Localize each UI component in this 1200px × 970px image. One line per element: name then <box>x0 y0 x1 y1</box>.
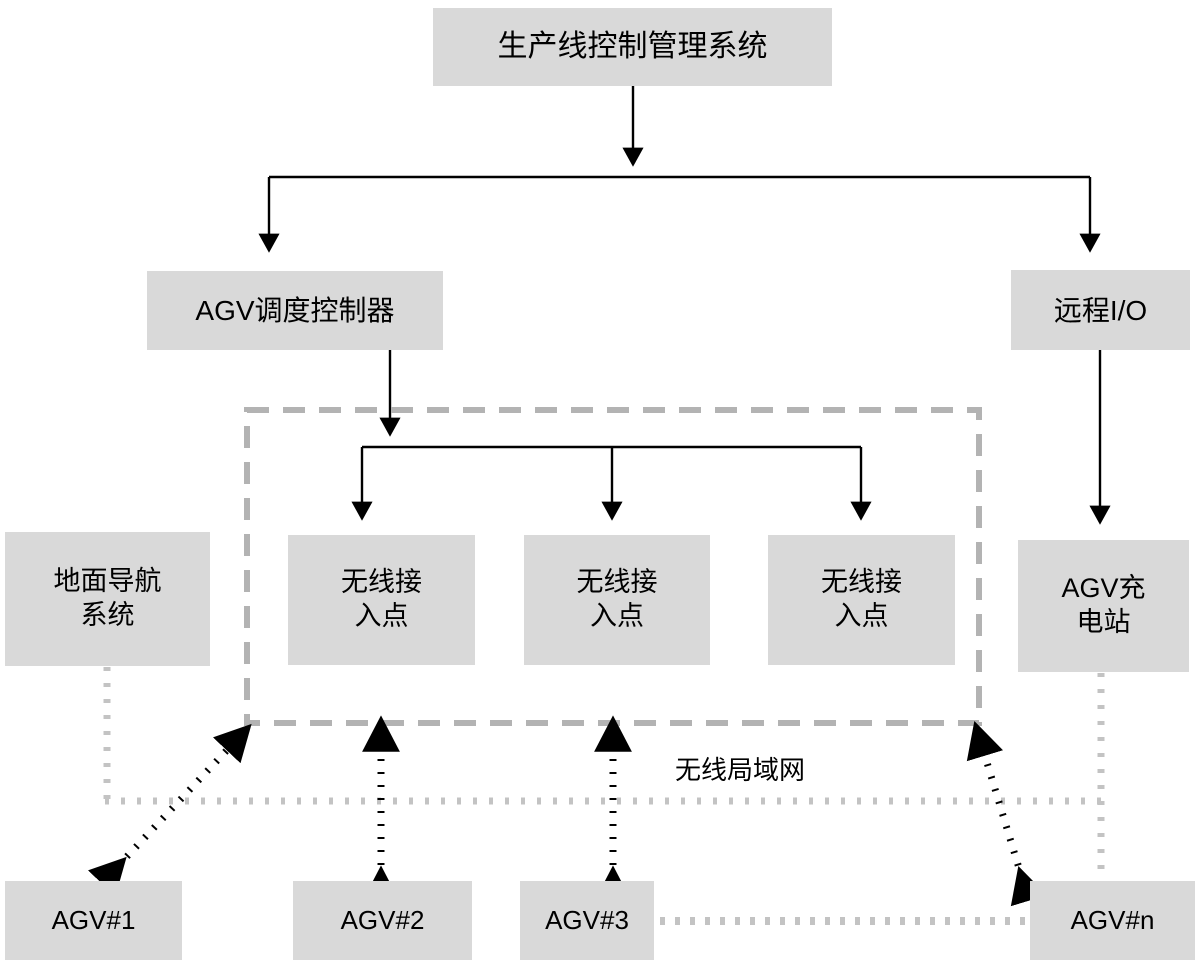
node-wireless-access-point-1[interactable]: 无线接 入点 <box>288 535 475 665</box>
node-agv-2[interactable]: AGV#2 <box>293 881 472 960</box>
node-wireless-access-point-2[interactable]: 无线接 入点 <box>524 535 710 665</box>
wireless-link-agvn <box>966 720 1047 907</box>
node-agv-3[interactable]: AGV#3 <box>520 881 654 960</box>
dotted-floor-nav-bus <box>103 667 1105 884</box>
node-agv-charging-station[interactable]: AGV充 电站 <box>1018 540 1189 672</box>
node-agv-dispatch-controller[interactable]: AGV调度控制器 <box>147 271 443 350</box>
node-remote-io[interactable]: 远程I/O <box>1011 270 1190 350</box>
wireless-link-agv1 <box>87 723 252 897</box>
node-agv-1[interactable]: AGV#1 <box>5 881 182 960</box>
node-floor-navigation-system[interactable]: 地面导航 系统 <box>5 532 210 666</box>
wlan-label: 无线局域网 <box>675 755 806 785</box>
top-bus-bar <box>258 175 1101 253</box>
ap-bus-bar <box>351 445 872 521</box>
node-production-line-control-system[interactable]: 生产线控制管理系统 <box>433 8 832 86</box>
node-agv-n[interactable]: AGV#n <box>1030 881 1195 960</box>
node-wireless-access-point-3[interactable]: 无线接 入点 <box>768 535 955 665</box>
